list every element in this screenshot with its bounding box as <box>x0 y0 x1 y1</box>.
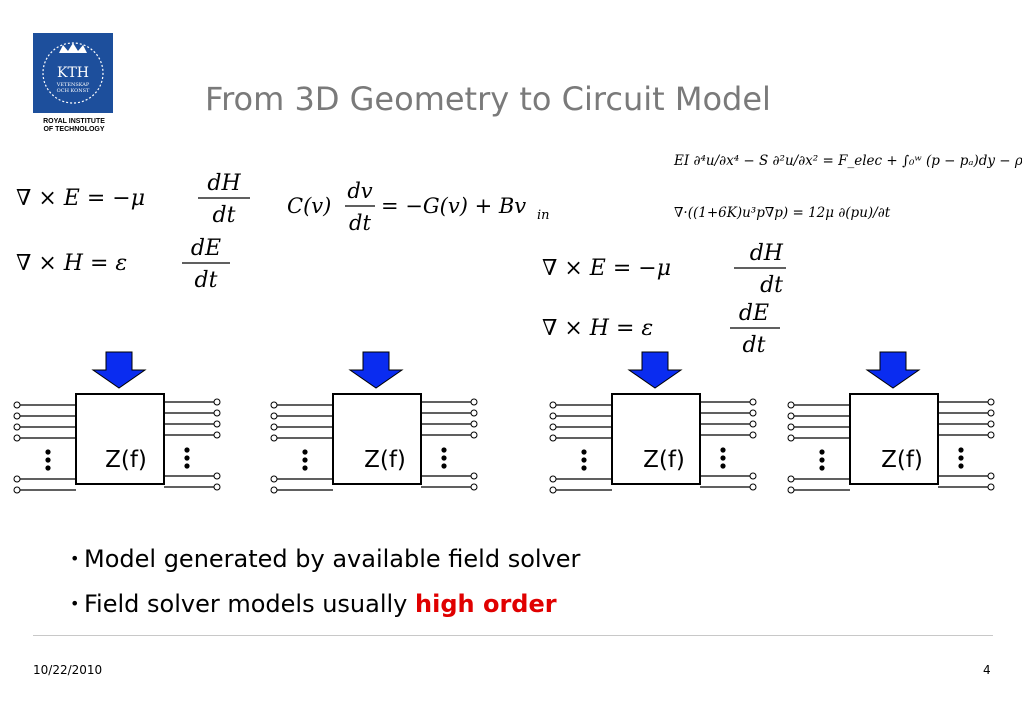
bullet-item: • Field solver models usually high order <box>70 583 580 628</box>
bullet-list: • Model generated by available field sol… <box>70 538 580 628</box>
maxwell-equations-left: ∇ × E = −μ dH dt ∇ × H = ε dE dt <box>16 171 250 293</box>
circuit-block-4: Z(f) <box>787 351 995 494</box>
maxwell-e-num: dH <box>207 171 241 196</box>
logo-sub1: VETENSKAP <box>56 82 90 88</box>
maxwell-h-lhs: ∇ × H = ε <box>16 251 127 276</box>
circuit-block-1: Z(f) <box>13 351 221 494</box>
bullet-icon: • <box>70 594 80 613</box>
maxwell-h-den: dt <box>743 333 766 358</box>
circuit-equation: C(v) dv dt = −G(v) + Bv in <box>287 179 550 235</box>
circuit-block-2: Z(f) <box>270 351 478 494</box>
maxwell-h-num: dE <box>739 301 769 326</box>
circuit-lhs: C(v) <box>287 194 331 218</box>
maxwell-h-num: dE <box>191 236 221 261</box>
maxwell-e-den: dt <box>760 273 783 298</box>
maxwell-e-num: dH <box>750 241 784 266</box>
circuit-block-3: Z(f) <box>549 351 757 494</box>
logo-caption-line2: OF TECHNOLOGY <box>43 126 105 133</box>
bullet-text: Field solver models usually <box>84 590 416 618</box>
logo-caption-line1: ROYAL INSTITUTE <box>43 118 105 125</box>
maxwell-equations-right: ∇ × E = −μ dH dt ∇ × H = ε dE dt <box>542 241 786 358</box>
footer-divider <box>33 635 993 636</box>
circuit-blocks: Z(f) Z(f) Z(f) Z(f) <box>13 351 995 494</box>
maxwell-h-lhs: ∇ × H = ε <box>542 316 653 341</box>
kth-crown-emblem-icon: KTH VETENSKAP OCH KONST <box>42 42 104 104</box>
block-label: Z(f) <box>643 447 685 473</box>
kth-logo: KTH VETENSKAP OCH KONST <box>33 33 113 113</box>
bullet-icon: • <box>70 549 80 568</box>
reynolds-equation: ∇·((1+6K)u³p∇p) = 12μ ∂(pu)/∂t <box>674 205 891 221</box>
block-label: Z(f) <box>881 447 923 473</box>
circuit-num: dv <box>347 179 372 203</box>
logo-sub2: OCH KONST <box>57 88 90 94</box>
circuit-sub: in <box>537 208 550 223</box>
bullet-text: Model generated by available field solve… <box>84 545 581 573</box>
circuit-den: dt <box>349 211 371 235</box>
logo-mark: KTH <box>57 65 89 81</box>
maxwell-h-den: dt <box>195 268 218 293</box>
mems-equations: EI ∂⁴u/∂x⁴ − S ∂²u/∂x² = F_elec + ∫₀ʷ (p… <box>673 153 1022 221</box>
page-number: 4 <box>983 663 991 677</box>
circuit-rhs: = −G(v) + Bv <box>381 194 526 218</box>
bullet-highlight: high order <box>415 590 557 618</box>
block-label: Z(f) <box>364 447 406 473</box>
maxwell-e-lhs: ∇ × E = −μ <box>542 256 671 281</box>
maxwell-e-den: dt <box>213 203 236 228</box>
logo-caption: ROYAL INSTITUTE OF TECHNOLOGY <box>22 118 126 134</box>
bullet-item: • Model generated by available field sol… <box>70 538 580 583</box>
maxwell-e-lhs: ∇ × E = −μ <box>16 186 145 211</box>
footer-date: 10/22/2010 <box>33 663 103 677</box>
block-label: Z(f) <box>105 447 147 473</box>
page-title: From 3D Geometry to Circuit Model <box>205 80 771 118</box>
beam-equation: EI ∂⁴u/∂x⁴ − S ∂²u/∂x² = F_elec + ∫₀ʷ (p… <box>673 153 1022 169</box>
